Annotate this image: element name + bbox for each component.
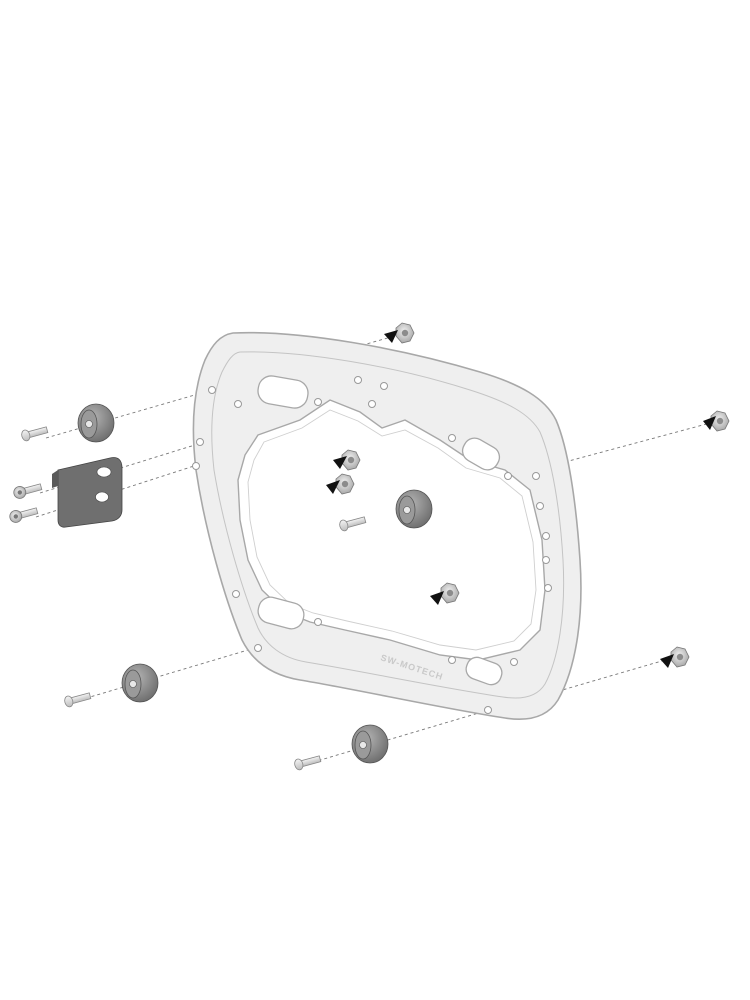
arrow-icon [703,416,716,430]
arrow-icon [326,480,340,494]
bolt-icon [339,516,367,532]
arrow-icon [333,456,347,469]
spacer-icon [351,724,389,764]
bolt-icon [64,692,92,708]
nut-icon [395,322,415,344]
arrow-icon [660,654,674,668]
spacer-icon [77,403,115,443]
bolt-icon [294,755,322,771]
nut-icon [710,410,730,432]
arrow-icon [430,591,444,605]
spacer-icon [395,489,433,529]
nut-icon [335,473,355,495]
nut-icon [341,449,361,471]
nut-icon [440,582,460,604]
bolt-icon [9,507,39,523]
bracket-icon [52,457,123,528]
bolt-icon [13,483,43,499]
spacer-icon [121,663,159,703]
side-carrier-frame: SW-MOTECH [192,331,582,720]
nut-icon [670,646,690,668]
bolt-icon [21,426,49,442]
arrow-icon [384,330,398,343]
